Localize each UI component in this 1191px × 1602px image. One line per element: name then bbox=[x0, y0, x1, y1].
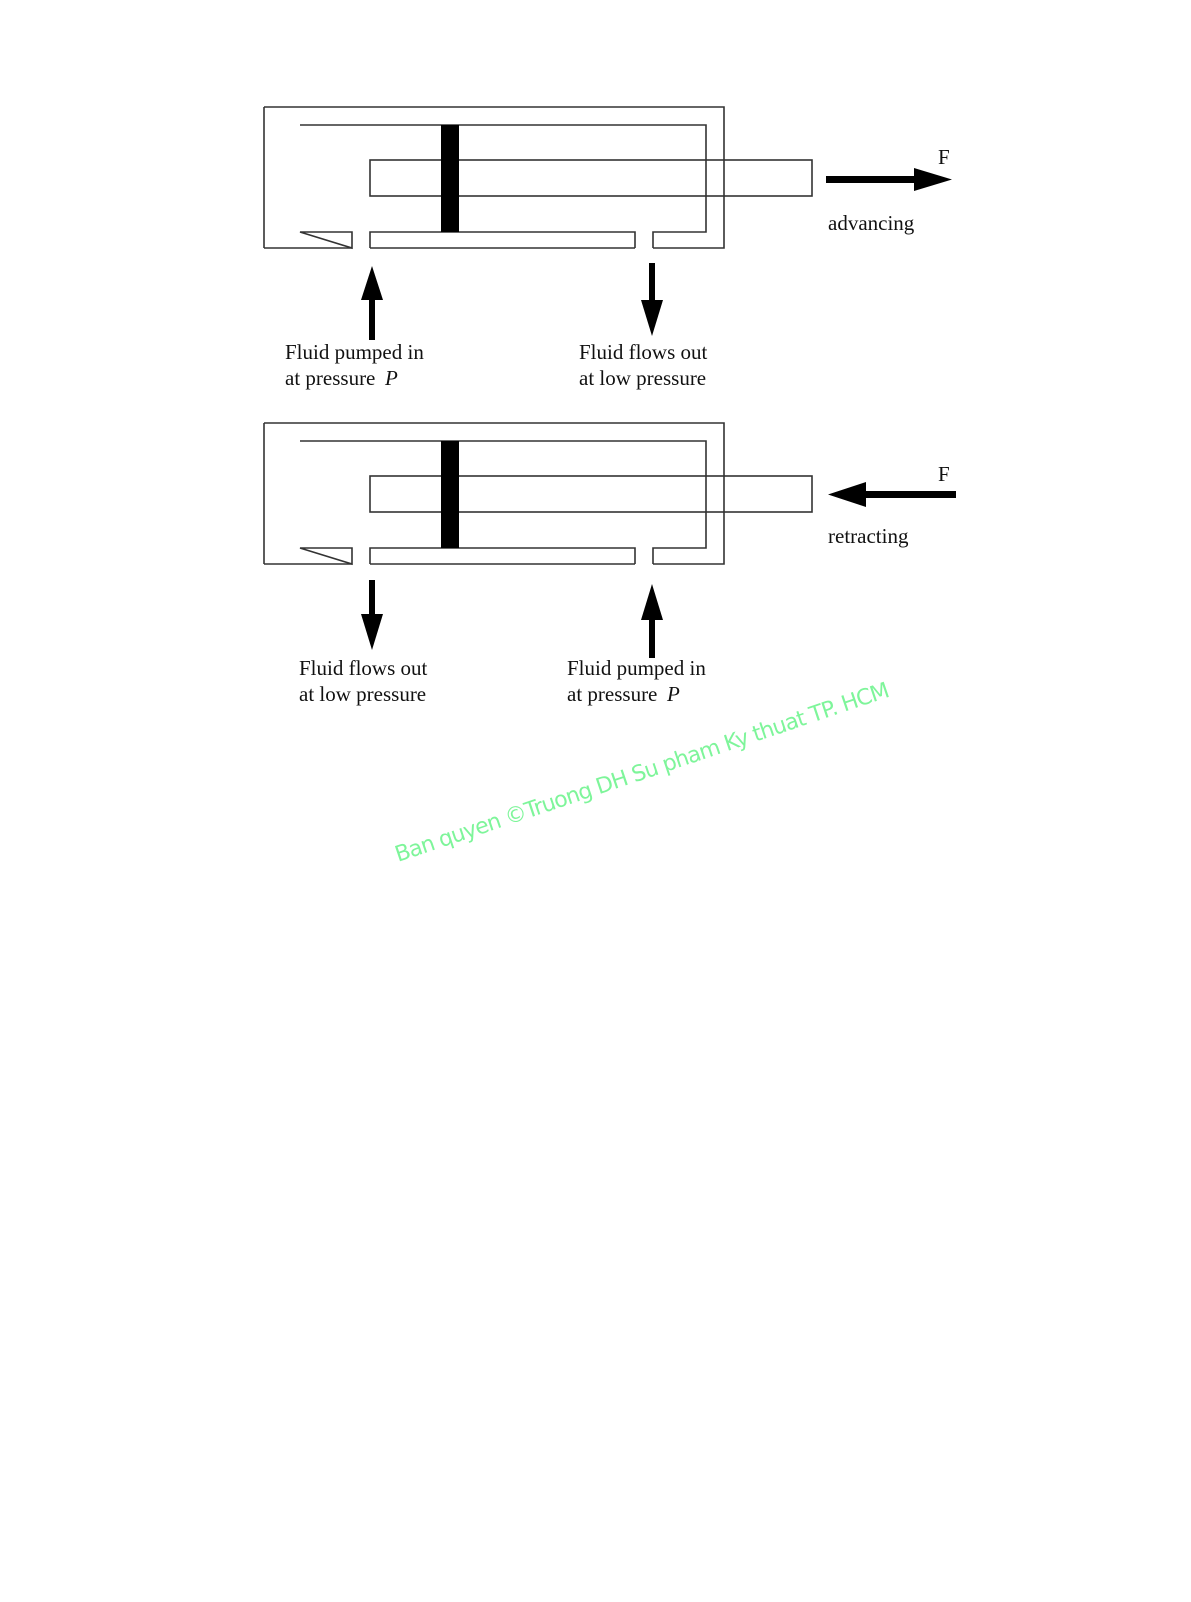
inlet-pressure-variable: P bbox=[666, 682, 680, 706]
force-label: F bbox=[938, 462, 950, 486]
inlet-arrow-up-icon bbox=[641, 584, 663, 658]
force-label: F bbox=[938, 145, 950, 169]
outlet-arrow-down-icon bbox=[361, 580, 383, 650]
outlet-label: Fluid flows out bbox=[299, 656, 428, 680]
outlet-arrow-down-icon bbox=[641, 263, 663, 336]
outlet-label-2: at low pressure bbox=[299, 682, 426, 706]
inlet-label: Fluid pumped in bbox=[285, 340, 424, 364]
inlet-label: Fluid pumped in bbox=[567, 656, 706, 680]
retracting-cylinder: F retracting Fluid flows out at low pres… bbox=[263, 422, 956, 706]
state-label: retracting bbox=[828, 524, 909, 548]
advancing-cylinder: F advancing Fluid pumped in at pressure … bbox=[263, 106, 952, 390]
force-arrow-left-icon bbox=[828, 482, 956, 507]
inlet-arrow-up-icon bbox=[361, 266, 383, 340]
inlet-label-2: at pressure bbox=[567, 682, 657, 706]
inlet-label-2: at pressure bbox=[285, 366, 375, 390]
inlet-pressure-variable: P bbox=[384, 366, 398, 390]
outlet-label: Fluid flows out bbox=[579, 340, 708, 364]
state-label: advancing bbox=[828, 211, 915, 235]
outlet-label-2: at low pressure bbox=[579, 366, 706, 390]
force-arrow-right-icon bbox=[826, 168, 952, 191]
watermark: Ban quyen ©Truong DH Su pham Ky thuat TP… bbox=[392, 678, 893, 868]
